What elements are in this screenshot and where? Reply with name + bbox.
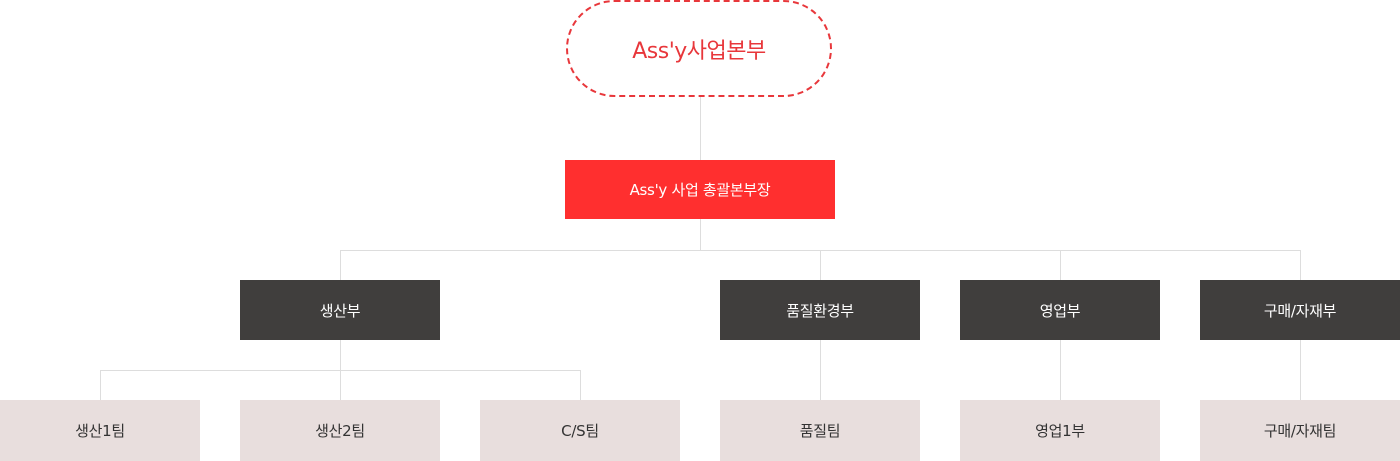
department-production: 생산부 xyxy=(240,280,440,340)
department-label: 구매/자재부 xyxy=(1263,301,1337,320)
team-label: 생산2팀 xyxy=(315,422,365,440)
team-production-2: 생산2팀 xyxy=(240,400,440,461)
connector-quality-to-team xyxy=(820,340,821,400)
team-label: 구매/자재팀 xyxy=(1263,422,1337,440)
connector-bus-to-purchasing xyxy=(1300,250,1301,280)
team-label: 품질팀 xyxy=(799,422,841,440)
connector-sales-to-team xyxy=(1060,340,1061,400)
team-purchasing: 구매/자재팀 xyxy=(1200,400,1400,461)
team-label: 영업1부 xyxy=(1035,422,1085,440)
org-root-node: Ass'y사업본부 xyxy=(566,0,832,97)
department-quality-environment: 품질환경부 xyxy=(720,280,920,340)
team-label: C/S팀 xyxy=(561,422,599,440)
department-label: 품질환경부 xyxy=(786,301,854,320)
connector-root-to-head xyxy=(700,97,701,160)
connector-head-to-bus xyxy=(700,219,701,250)
connector-bus-to-production-team-1 xyxy=(100,370,101,400)
connector-bus-to-production xyxy=(340,250,341,280)
connector-bus-to-quality xyxy=(820,250,821,280)
department-sales: 영업부 xyxy=(960,280,1160,340)
team-cs: C/S팀 xyxy=(480,400,680,461)
connector-bus-to-cs-team xyxy=(580,370,581,400)
general-manager-node: Ass'y 사업 총괄본부장 xyxy=(565,160,835,219)
team-production-1: 생산1팀 xyxy=(0,400,200,461)
connector-team-bus xyxy=(100,370,581,371)
general-manager-label: Ass'y 사업 총괄본부장 xyxy=(629,181,771,199)
department-label: 영업부 xyxy=(1039,301,1081,320)
org-root-label: Ass'y사업본부 xyxy=(632,38,766,64)
department-purchasing: 구매/자재부 xyxy=(1200,280,1400,340)
team-sales-1: 영업1부 xyxy=(960,400,1160,461)
department-label: 생산부 xyxy=(319,301,361,320)
connector-bus-to-sales xyxy=(1060,250,1061,280)
team-quality: 품질팀 xyxy=(720,400,920,461)
connector-purchasing-to-team xyxy=(1300,340,1301,400)
team-label: 생산1팀 xyxy=(75,422,125,440)
